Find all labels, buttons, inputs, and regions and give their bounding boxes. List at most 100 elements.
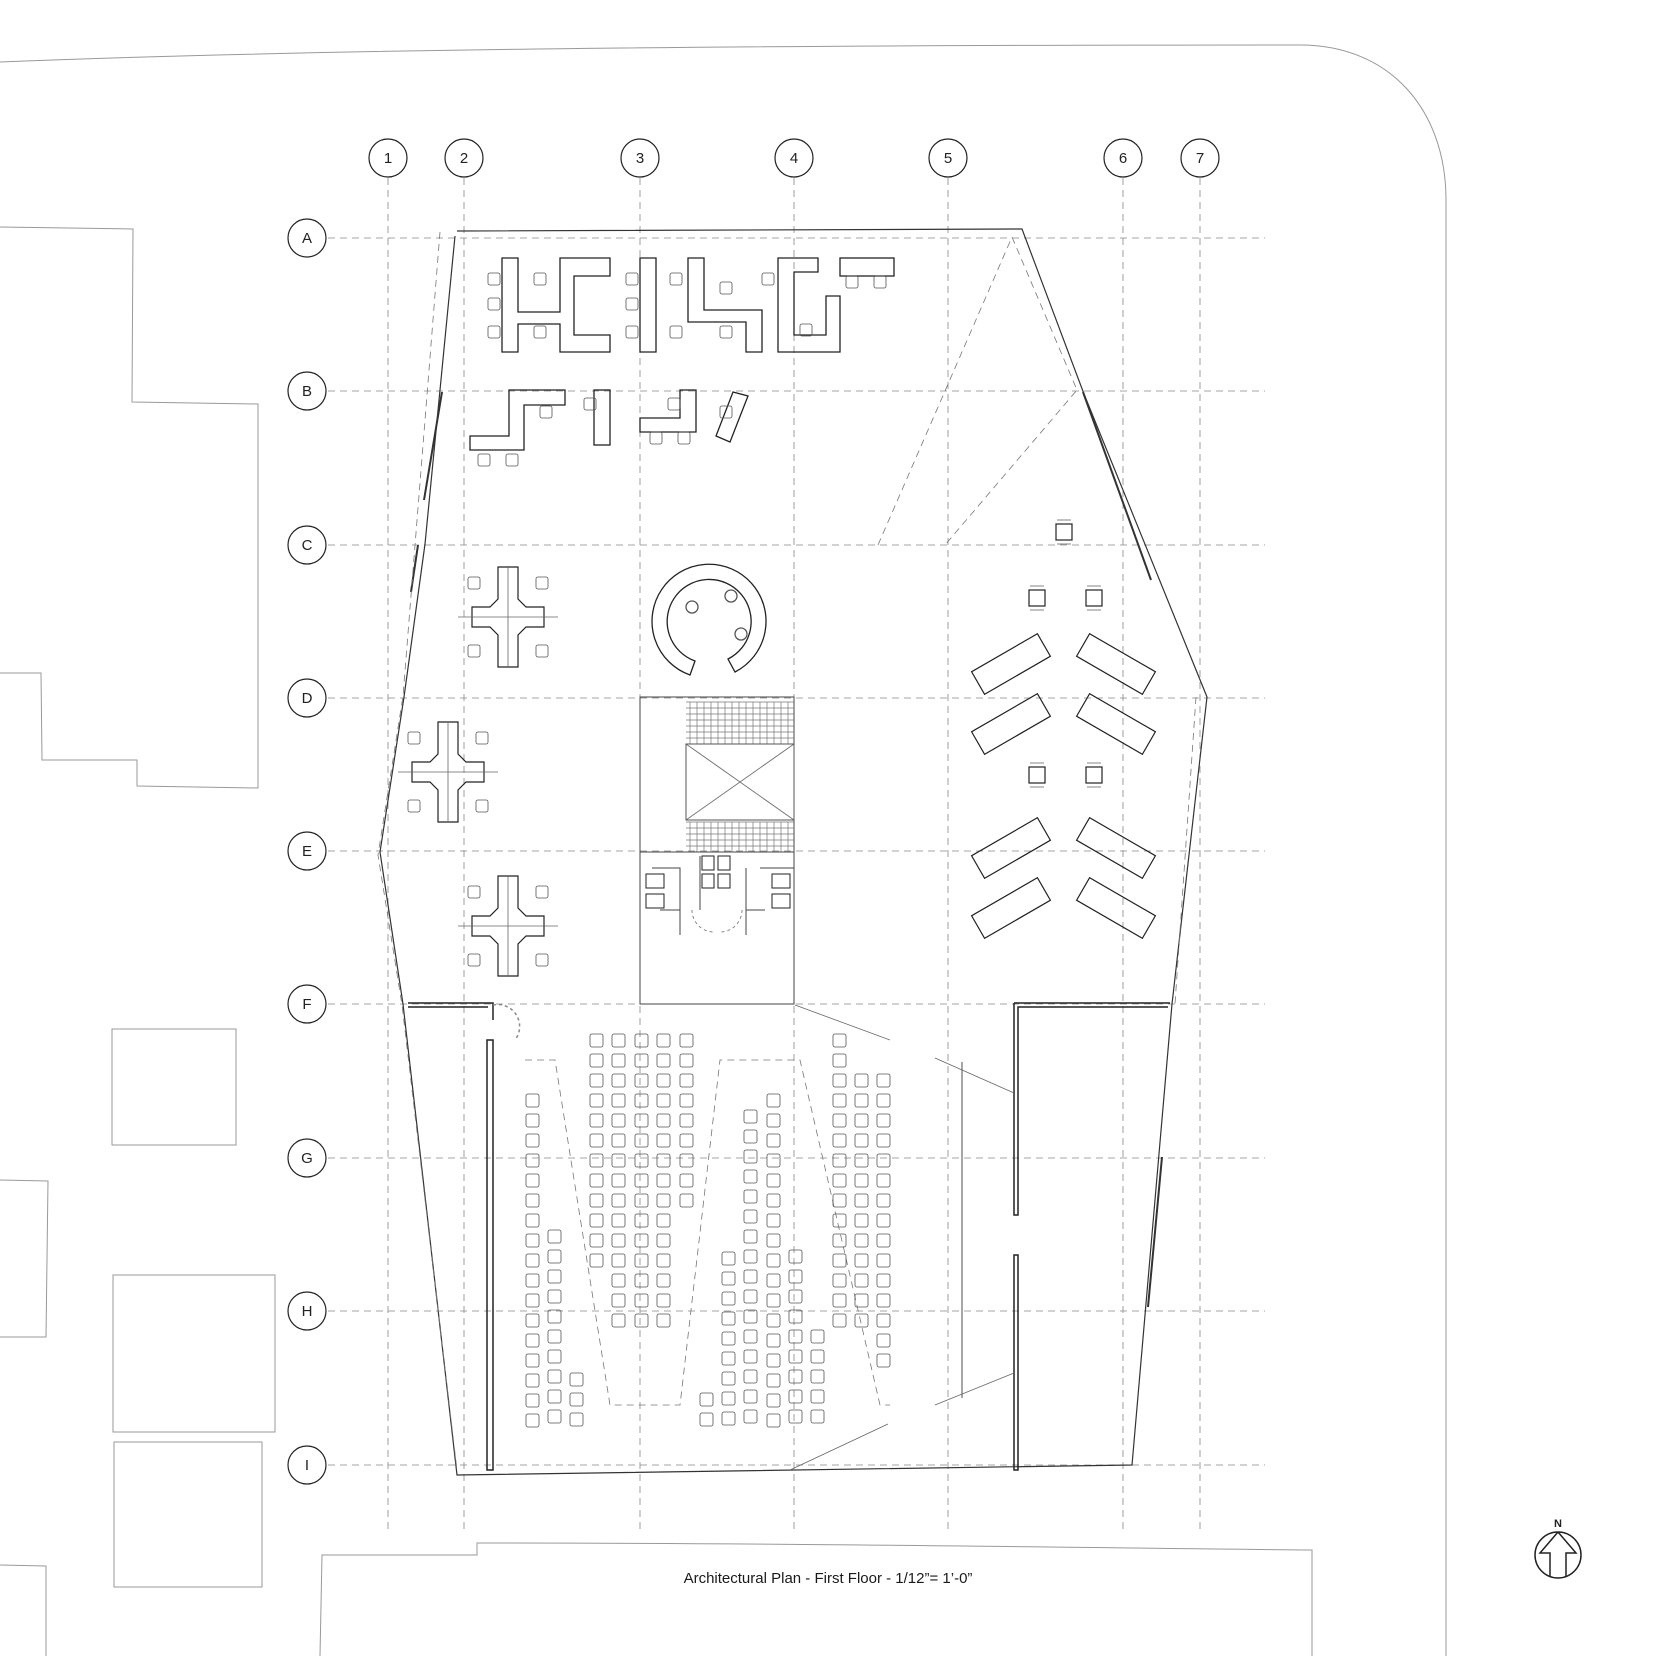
auditorium-seat [854, 1133, 869, 1148]
grid-bubble-col: 5 [928, 138, 968, 178]
auditorium-seat [679, 1133, 694, 1148]
neighbor-building-block-3 [112, 1274, 276, 1433]
auditorium-seat [721, 1371, 736, 1386]
auditorium-seat [766, 1273, 781, 1288]
auditorium-seat [876, 1253, 891, 1268]
pod-workstation [458, 566, 558, 668]
auditorium-seat [832, 1033, 847, 1048]
cafe-table [1028, 762, 1046, 788]
auditorium-seat [876, 1153, 891, 1168]
auditorium-seat [611, 1153, 626, 1168]
workstation-b2 [593, 389, 611, 446]
auditorium-seat [832, 1233, 847, 1248]
auditorium-seat [832, 1113, 847, 1128]
pod-chair [535, 885, 549, 899]
neighbor-building-block-1 [111, 1028, 237, 1146]
auditorium-seat [589, 1253, 604, 1268]
auditorium-seat [656, 1093, 671, 1108]
auditorium-seat [788, 1329, 803, 1344]
auditorium-seat [547, 1349, 562, 1364]
sink-1 [701, 855, 715, 871]
grid-bubble-col: 4 [774, 138, 814, 178]
auditorium-seat [589, 1113, 604, 1128]
neighbor-building-block-2 [0, 1179, 49, 1338]
auditorium-seat [611, 1073, 626, 1088]
auditorium-seat [721, 1291, 736, 1306]
auditorium-seat [547, 1229, 562, 1244]
neighbor-building-south [319, 1542, 1313, 1656]
sink-3 [701, 873, 715, 889]
auditorium-seat [832, 1293, 847, 1308]
auditorium-seat [589, 1033, 604, 1048]
auditorium-seat [854, 1153, 869, 1168]
workstation-s [687, 257, 763, 353]
auditorium-seat [656, 1133, 671, 1148]
toilet-3 [771, 873, 791, 889]
stair [686, 701, 794, 852]
cafe-bench-table [1075, 816, 1157, 880]
auditorium-seat [876, 1173, 891, 1188]
auditorium-seat [788, 1309, 803, 1324]
grid-bubble-col: 1 [368, 138, 408, 178]
auditorium-seat [743, 1169, 758, 1184]
auditorium-seat [743, 1189, 758, 1204]
auditorium-seat [525, 1273, 540, 1288]
auditorium-seat [611, 1313, 626, 1328]
auditorium-seat [679, 1113, 694, 1128]
auditorium-seat [634, 1213, 649, 1228]
auditorium-seat [634, 1193, 649, 1208]
cafe-table [1085, 585, 1103, 611]
auditorium-seat [611, 1213, 626, 1228]
cafe-bench-table [1075, 632, 1157, 696]
auditorium-seat [634, 1093, 649, 1108]
office-chair [719, 281, 733, 295]
grid-bubble-row: D [287, 678, 327, 718]
auditorium-seat [788, 1269, 803, 1284]
auditorium-seat [634, 1033, 649, 1048]
auditorium-seat [832, 1073, 847, 1088]
workstation-l [777, 257, 841, 353]
auditorium-seat [721, 1331, 736, 1346]
auditorium-seat [876, 1333, 891, 1348]
curtain-wall-east-2 [1147, 1156, 1163, 1308]
grid-label-row: A [302, 230, 312, 247]
auditorium-seat [721, 1311, 736, 1326]
auditorium-seat [743, 1269, 758, 1284]
auditorium-seat [589, 1173, 604, 1188]
neighbor-building-west-upper [0, 226, 259, 789]
auditorium-seat [854, 1273, 869, 1288]
workstation-h [501, 257, 611, 353]
exterior-wall-outline [379, 228, 1208, 1476]
sink-4 [717, 873, 731, 889]
auditorium-seat [525, 1233, 540, 1248]
auditorium-seat [525, 1153, 540, 1168]
grid-label-col: 1 [384, 150, 392, 167]
grid-bubble-row: H [287, 1291, 327, 1331]
auditorium-seat [525, 1313, 540, 1328]
grid-bubble-row: A [287, 218, 327, 258]
office-chair [487, 325, 501, 339]
office-chair [873, 275, 887, 289]
auditorium-seat [634, 1153, 649, 1168]
pod-chair [475, 731, 489, 745]
auditorium-seat [766, 1133, 781, 1148]
pod-chair [475, 799, 489, 813]
auditorium-seat [634, 1073, 649, 1088]
cafe-bench-table [1075, 876, 1157, 940]
auditorium-east-wall [1013, 1002, 1170, 1216]
auditorium-seat [832, 1133, 847, 1148]
auditorium-seat [611, 1033, 626, 1048]
office-chair [505, 453, 519, 467]
auditorium-seat [743, 1149, 758, 1164]
auditorium-seat [656, 1213, 671, 1228]
auditorium-seat [699, 1412, 714, 1427]
auditorium-seat [634, 1173, 649, 1188]
auditorium-seat [876, 1073, 891, 1088]
restroom-door-swings [691, 909, 743, 933]
grid-bubble-row: G [287, 1138, 327, 1178]
cafe-table [1085, 762, 1103, 788]
office-chair [761, 272, 775, 286]
auditorium-seat [525, 1093, 540, 1108]
auditorium-seat [788, 1369, 803, 1384]
auditorium-seat [611, 1293, 626, 1308]
